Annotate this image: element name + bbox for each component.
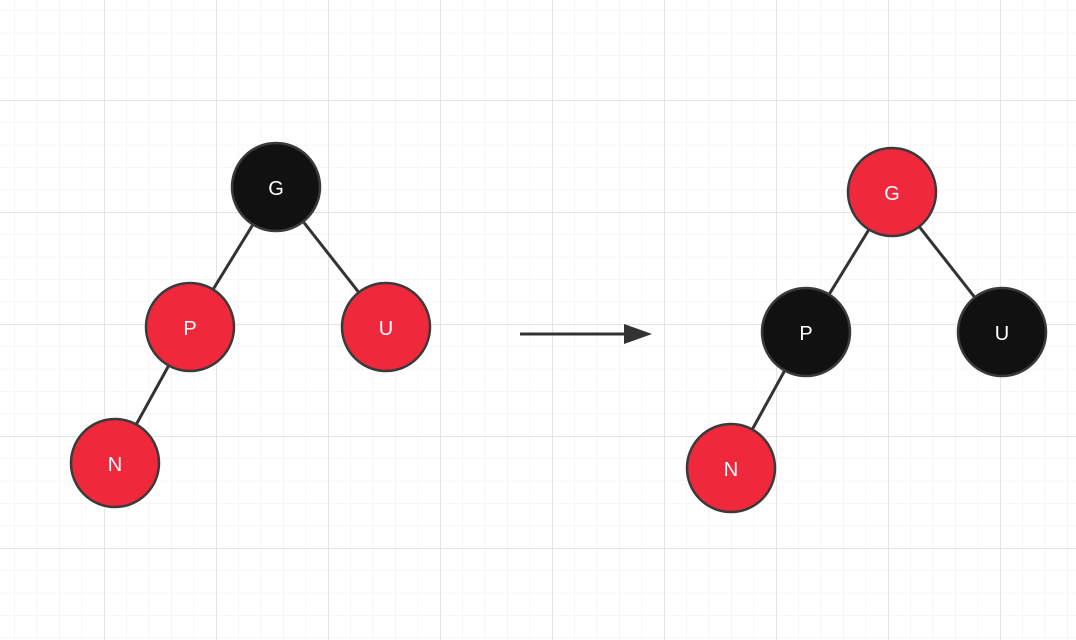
node-before-n — [69, 417, 161, 509]
after-tree: G P U N — [685, 146, 1048, 514]
node-after-g-label: G — [884, 183, 900, 205]
node-before-p — [144, 281, 236, 373]
arrow-head — [624, 324, 652, 344]
node-before-p-label: P — [183, 318, 196, 340]
node-after-u-label: U — [995, 323, 1009, 345]
node-before-n-label: N — [108, 454, 122, 476]
node-before-u — [340, 281, 432, 373]
node-after-n — [685, 422, 777, 514]
node-after-p-label: P — [799, 323, 812, 345]
node-after-g — [846, 146, 938, 238]
node-before-g — [230, 141, 322, 233]
node-before-u-label: U — [379, 318, 393, 340]
node-after-u — [956, 286, 1048, 378]
before-tree: G P U N — [69, 141, 432, 509]
node-after-p — [760, 286, 852, 378]
node-after-n-label: N — [724, 459, 738, 481]
transition-arrow — [520, 324, 652, 344]
node-before-g-label: G — [268, 178, 284, 200]
